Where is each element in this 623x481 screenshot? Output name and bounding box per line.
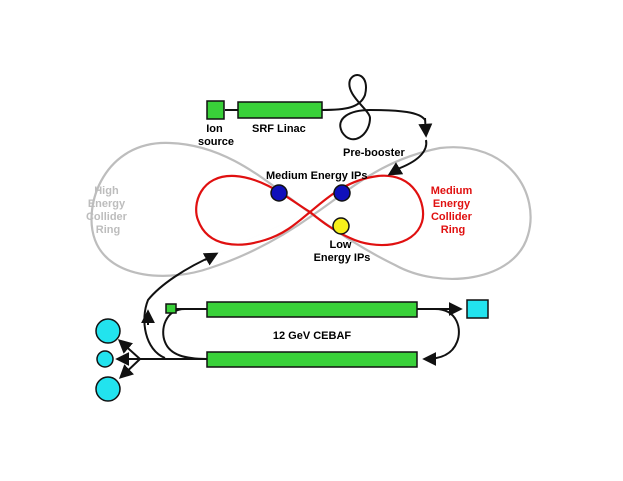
cebaf-racetrack	[162, 308, 208, 360]
srf-linac-box	[237, 101, 323, 119]
ion-source-box	[206, 100, 225, 120]
cebaf-label: 12 GeV CEBAF	[273, 330, 352, 342]
hall-b-circle	[96, 350, 114, 368]
cebaf-linac-top	[206, 301, 418, 318]
pre-booster-transfer-line	[387, 139, 428, 176]
injector-box	[165, 303, 177, 314]
hall-c-circle	[95, 376, 121, 402]
pre-booster-exit-arrow	[418, 117, 433, 138]
hall-a-circle	[95, 318, 121, 344]
medium-energy-ring-label: Medium Energy Collider Ring	[431, 185, 476, 236]
pre-booster-label: Pre-booster	[343, 147, 405, 159]
srf-linac-label: SRF Linac	[252, 123, 306, 135]
medium-energy-ip-right	[333, 184, 351, 202]
pre-booster-loop	[321, 74, 426, 141]
ion-source-label: Ion source	[198, 123, 234, 148]
high-energy-ring-label: High Energy Collider Ring	[86, 185, 130, 236]
low-energy-ips-label: Low Energy IPs	[314, 239, 371, 264]
end-station-box	[466, 299, 489, 319]
medium-energy-collider-ring	[195, 174, 425, 247]
cebaf-return-arc-right	[417, 308, 460, 366]
medium-energy-ips-label: Medium Energy IPs	[266, 170, 367, 182]
low-energy-ip	[332, 217, 350, 235]
electron-transfer-line	[143, 254, 216, 359]
cebaf-linac-bottom	[206, 351, 418, 368]
medium-energy-ip-left	[270, 184, 288, 202]
